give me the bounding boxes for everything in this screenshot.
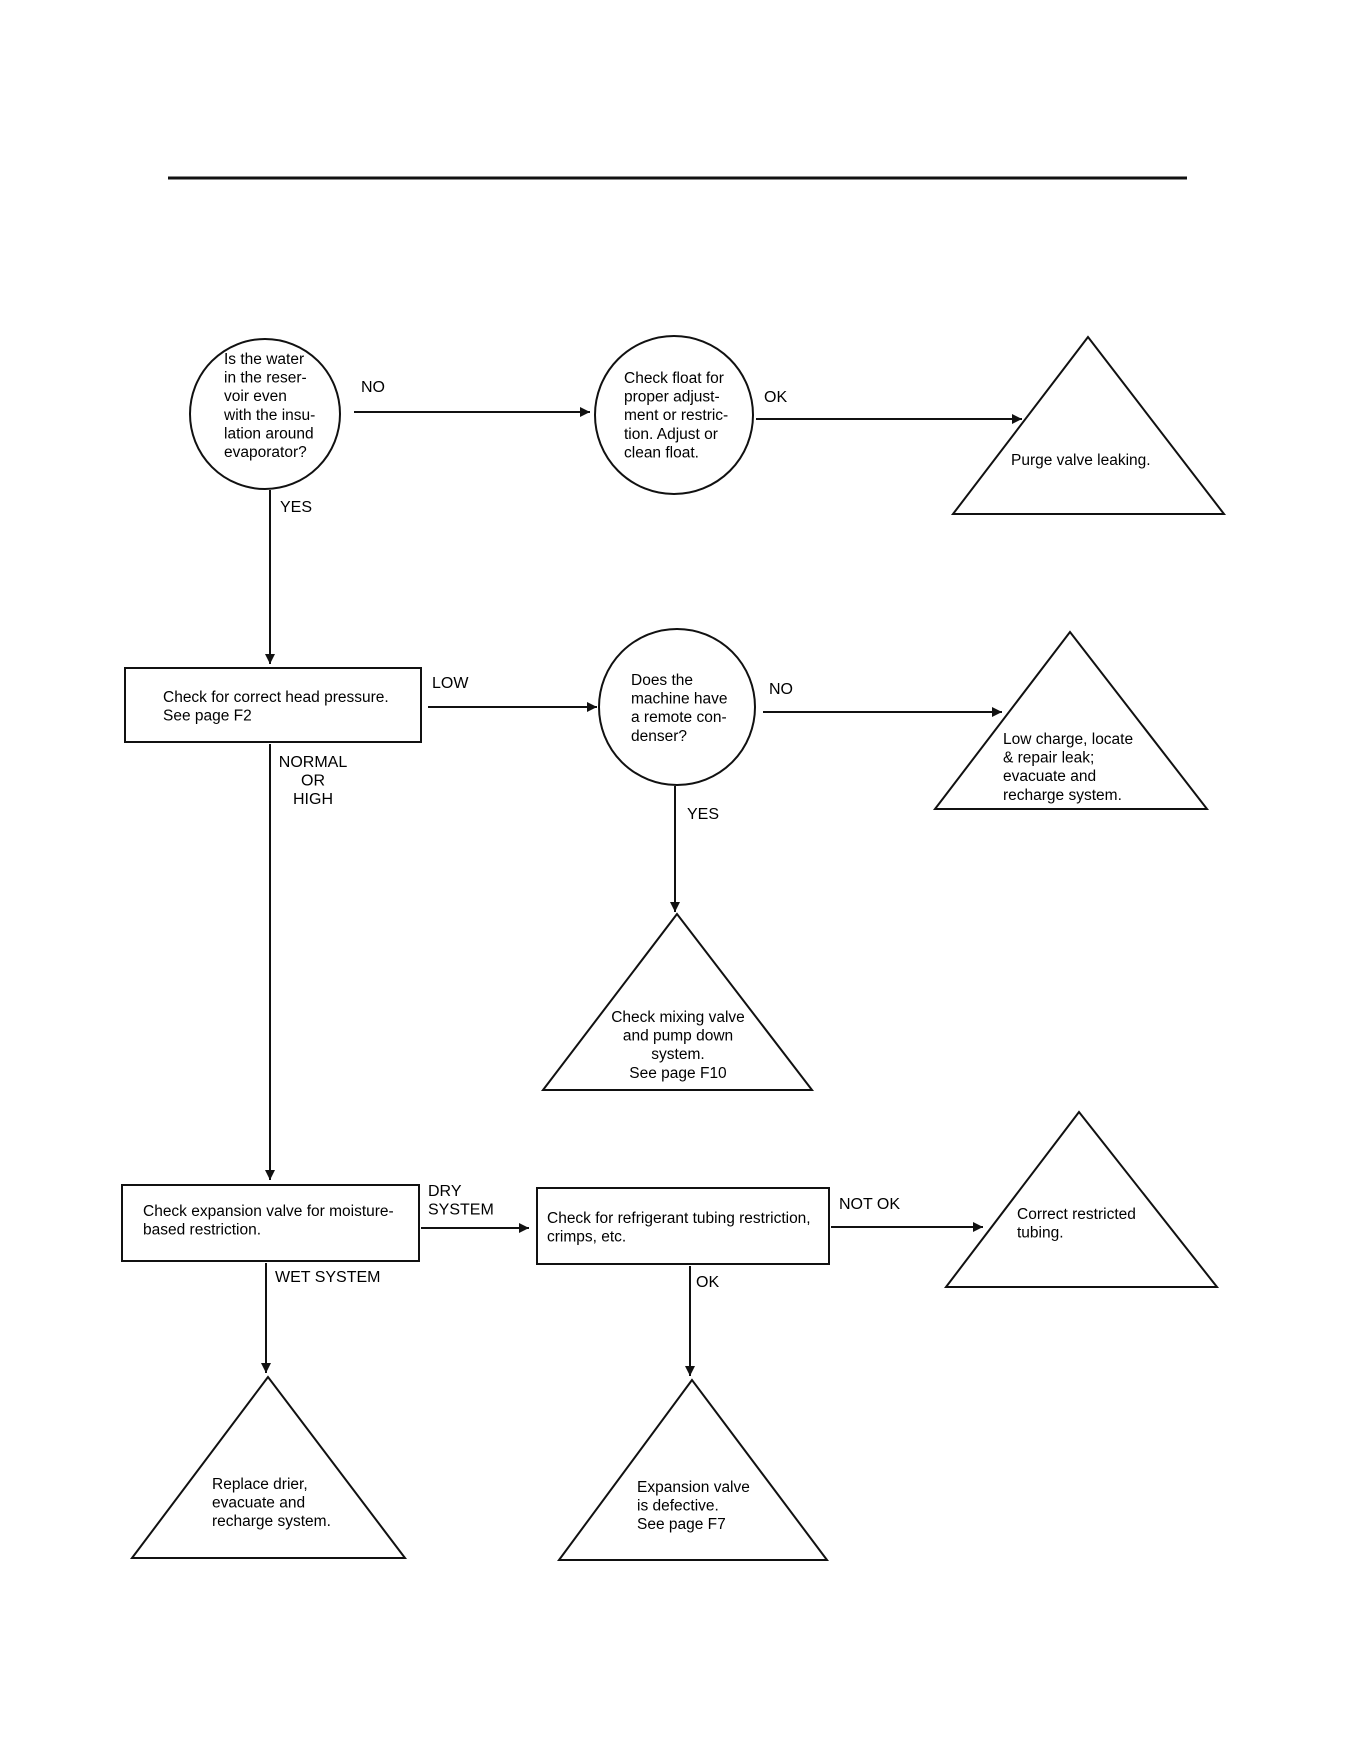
correct-tubing-text: Correct restricted tubing. [1017, 1206, 1136, 1242]
expansion-moisture-node [121, 1184, 420, 1262]
text-line: tion. Adjust or [624, 426, 718, 443]
text-line: Correct restricted [1017, 1206, 1136, 1223]
text-line: & repair leak; [1003, 750, 1094, 767]
low-charge-result-node [932, 630, 1210, 810]
text-line: voir even [224, 388, 287, 405]
text-line: proper adjust- [624, 389, 720, 406]
text-line: See page F2 [163, 708, 252, 725]
text-line: Check mixing valve [611, 1009, 745, 1026]
text-line: See page F7 [637, 1516, 726, 1533]
text-line: OR [301, 773, 325, 790]
text-line: Expansion valve [637, 1479, 750, 1496]
head-pressure-text: Check for correct head pressure. See page… [163, 689, 389, 725]
text-line: based restriction. [143, 1222, 261, 1239]
check-float-text: Check float for proper adjust-ment or res… [624, 370, 728, 461]
water-level-question-node [189, 338, 341, 490]
text-line: Does the [631, 672, 693, 689]
text-line: evacuate and [212, 1495, 305, 1512]
label-ok-2: OK [696, 1274, 719, 1291]
text-line: Check for refrigerant tubing restriction… [547, 1210, 811, 1227]
purge-valve-result-node [950, 335, 1227, 515]
label-wet-system: WET SYSTEM [275, 1269, 381, 1286]
text-line: in the reser- [224, 370, 307, 387]
label-ok-1: OK [764, 389, 787, 406]
label-no-1: NO [361, 379, 385, 396]
label-low: LOW [432, 675, 469, 692]
purge-valve-text: Purge valve leaking. [1011, 452, 1151, 469]
text-line: HIGH [293, 791, 333, 808]
mixing-valve-result-node [540, 912, 815, 1091]
tubing-restriction-node [536, 1187, 830, 1265]
text-line: Check for correct head pressure. [163, 689, 389, 706]
label-yes-2: YES [687, 806, 719, 823]
text-line: with the insu- [223, 407, 315, 424]
label-dry-system: DRY SYSTEM [428, 1183, 494, 1219]
text-line: evacuate and [1003, 768, 1096, 785]
check-float-node [594, 335, 754, 495]
text-line: denser? [631, 728, 687, 745]
text-line: Is the water [224, 351, 304, 368]
text-line: Replace drier, [212, 1476, 308, 1493]
expansion-moisture-text: Check expansion valve for moisture-based… [143, 1203, 394, 1239]
text-line: evaporator? [224, 444, 307, 461]
remote-condenser-question-node [598, 628, 756, 786]
text-line: ment or restric- [624, 407, 728, 424]
label-yes-1: YES [280, 499, 312, 516]
replace-drier-result-node [129, 1375, 408, 1559]
text-line: recharge system. [212, 1513, 331, 1530]
text-line: recharge system. [1003, 787, 1122, 804]
correct-tubing-result-node [943, 1110, 1220, 1288]
tubing-restriction-text: Check for refrigerant tubing restriction… [547, 1210, 811, 1246]
text-line: Purge valve leaking. [1011, 452, 1151, 469]
text-line: Check float for [624, 370, 724, 387]
text-line: is defective. [637, 1498, 719, 1515]
text-line: tubing. [1017, 1225, 1064, 1242]
text-line: a remote con- [631, 709, 727, 726]
text-line: crimps, etc. [547, 1229, 626, 1246]
expansion-defective-text: Expansion valve is defective.See page F7 [637, 1479, 750, 1533]
text-line: machine have [631, 691, 728, 708]
text-line: and pump down [623, 1028, 733, 1045]
low-charge-text: Low charge, locate & repair leak;evacuate… [1003, 731, 1133, 804]
label-not-ok: NOT OK [839, 1196, 900, 1213]
text-line: system. [651, 1046, 704, 1063]
text-line: SYSTEM [428, 1202, 494, 1219]
head-pressure-node [124, 667, 422, 743]
text-line: Low charge, locate [1003, 731, 1133, 748]
text-line: NORMAL [279, 754, 348, 771]
label-no-2: NO [769, 681, 793, 698]
text-line: See page F10 [629, 1065, 727, 1082]
water-question-text: Is the water in the reser-voir even with t… [223, 351, 315, 461]
text-line: DRY [428, 1183, 462, 1200]
expansion-defective-result-node [557, 1378, 829, 1561]
text-line: clean float. [624, 444, 699, 461]
text-line: lation around [224, 425, 314, 442]
text-line: Check expansion valve for moisture- [143, 1203, 394, 1220]
